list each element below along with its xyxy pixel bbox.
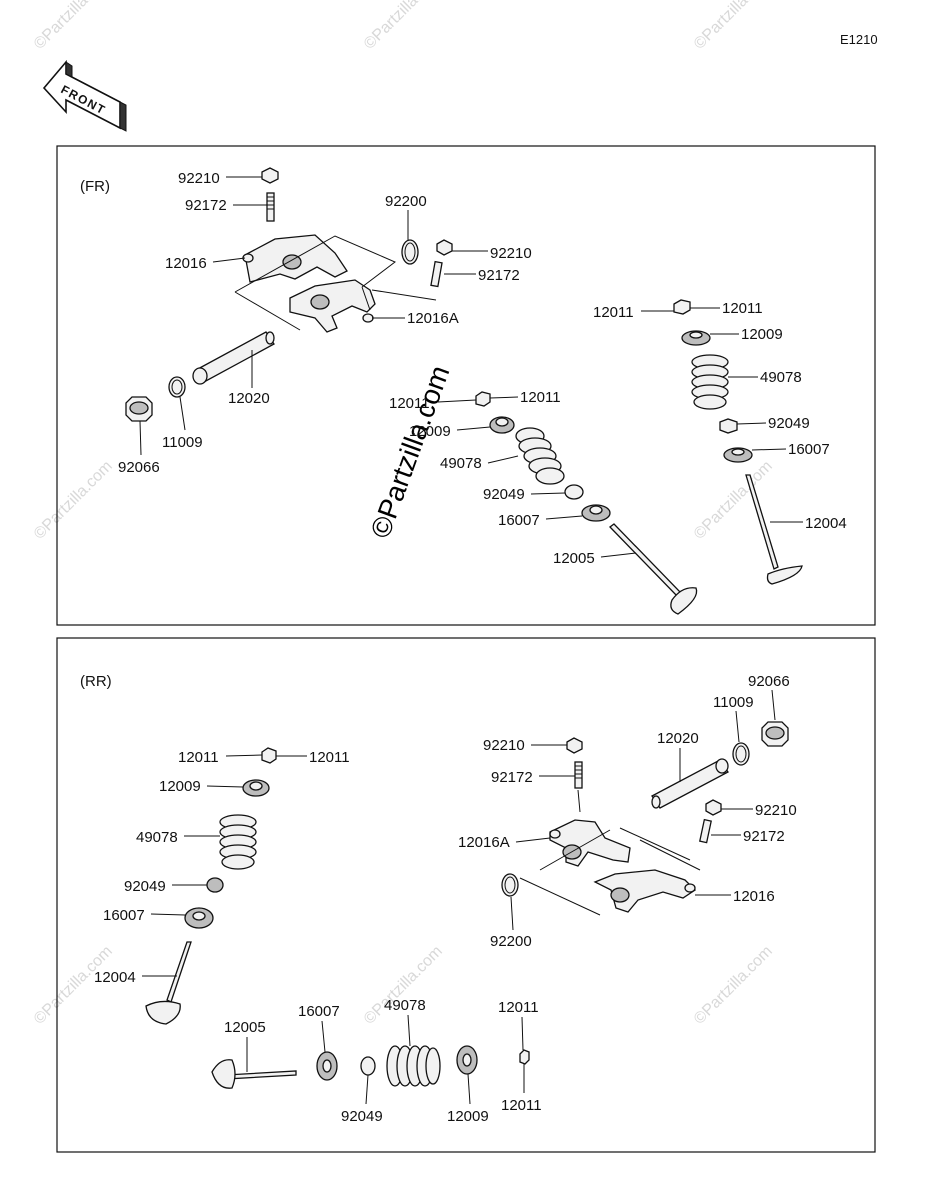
part-label: 49078 xyxy=(136,829,178,846)
part-label: 11009 xyxy=(162,434,203,451)
rear-parts xyxy=(145,721,789,1089)
front-parts xyxy=(125,167,803,615)
part-label: 92049 xyxy=(768,415,810,432)
part-label: 12004 xyxy=(94,969,136,986)
part-label: 12016 xyxy=(165,255,207,272)
part-label: 12009 xyxy=(409,423,451,440)
part-label: 12009 xyxy=(447,1108,489,1125)
part-label: 12016A xyxy=(458,834,510,851)
part-label: 92066 xyxy=(118,459,160,476)
watermark-center: ©Partzilla.com xyxy=(365,361,456,542)
part-label: 12011 xyxy=(498,999,539,1016)
part-label: 12011 xyxy=(309,749,350,766)
part-label: 12016A xyxy=(407,310,459,327)
part-label: 92172 xyxy=(491,769,533,786)
spring-icon xyxy=(219,814,257,870)
part-label: 92172 xyxy=(478,267,520,284)
watermark: ©Partzilla.com xyxy=(691,0,776,53)
spring-icon xyxy=(515,427,565,485)
part-label: 92049 xyxy=(483,486,525,503)
watermark: ©Partzilla.com xyxy=(31,458,116,543)
part-label: 12011 xyxy=(178,749,219,766)
part-label: 16007 xyxy=(298,1003,340,1020)
part-label: 12011 xyxy=(501,1097,542,1114)
part-label: 16007 xyxy=(788,441,830,458)
part-label: 49078 xyxy=(760,369,802,386)
part-label: 12020 xyxy=(657,730,699,747)
part-label: 92066 xyxy=(748,673,790,690)
watermark: ©Partzilla.com xyxy=(691,943,776,1028)
part-label: 49078 xyxy=(440,455,482,472)
rear-section-frame xyxy=(56,637,876,1153)
rear-labels: 92066 11009 12020 92210 92172 12016A 922… xyxy=(94,673,797,1125)
part-label: 92172 xyxy=(185,197,227,214)
part-label: 12016 xyxy=(733,888,775,905)
section-tag-front: (FR) xyxy=(80,178,110,195)
part-label: 92210 xyxy=(483,737,525,754)
part-label: 92172 xyxy=(743,828,785,845)
part-label: 16007 xyxy=(498,512,540,529)
part-label: 12009 xyxy=(159,778,201,795)
watermark: ©Partzilla.com xyxy=(361,943,446,1028)
part-label: 92200 xyxy=(385,193,427,210)
part-label: 92210 xyxy=(490,245,532,262)
part-label: 12011 xyxy=(520,389,561,406)
part-label: 12011 xyxy=(722,300,763,317)
part-label: 92210 xyxy=(178,170,220,187)
part-label: 92210 xyxy=(755,802,797,819)
part-label: 12011 xyxy=(593,304,634,321)
spring-icon xyxy=(386,1045,441,1087)
part-label: 12020 xyxy=(228,390,270,407)
watermark: ©Partzilla.com xyxy=(31,0,116,53)
part-label: 92200 xyxy=(490,933,532,950)
part-label: 12009 xyxy=(741,326,783,343)
part-label: 12011 xyxy=(389,395,430,412)
part-label: 12004 xyxy=(805,515,847,532)
section-tag-rear: (RR) xyxy=(80,673,112,690)
spring-icon xyxy=(691,354,729,410)
part-label: 92049 xyxy=(124,878,166,895)
front-labels: 92210 92172 12016 92200 92210 92172 1201… xyxy=(118,170,847,567)
part-label: 11009 xyxy=(713,694,754,711)
part-label: 12005 xyxy=(553,550,595,567)
part-label: 49078 xyxy=(384,997,426,1014)
front-arrow-icon: FRONT xyxy=(42,59,127,132)
part-label: 12005 xyxy=(224,1019,266,1036)
part-label: 92049 xyxy=(341,1108,383,1125)
watermark: ©Partzilla.com xyxy=(361,0,446,53)
front-section-frame xyxy=(56,145,876,626)
diagram-code: E1210 xyxy=(840,32,878,47)
part-label: 16007 xyxy=(103,907,145,924)
